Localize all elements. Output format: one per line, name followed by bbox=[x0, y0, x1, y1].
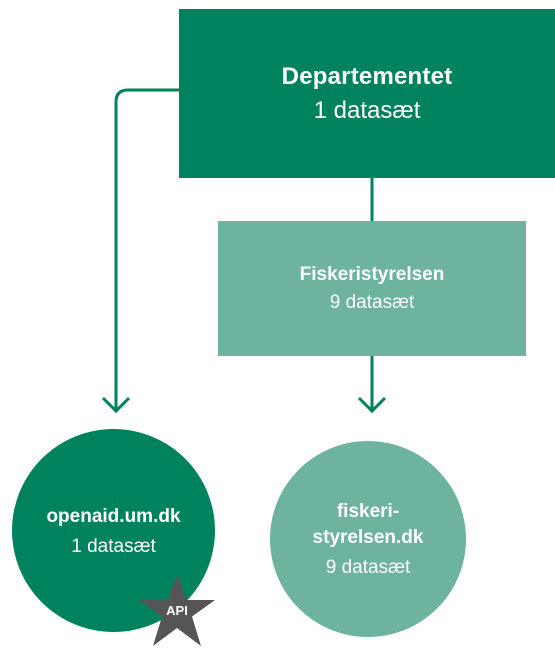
fiskeristyrelsen-count: 9 datasæt bbox=[329, 291, 415, 313]
connector-dept-to-openaid bbox=[114, 88, 179, 410]
arrow-down-icon bbox=[357, 396, 387, 414]
openaid-count: 1 datasæt bbox=[71, 535, 156, 557]
api-badge: API bbox=[137, 573, 217, 651]
fiskeristyrelsen-dk-name-line1: fiskeri- bbox=[336, 501, 400, 522]
department-box: Departementet 1 datasæt bbox=[179, 9, 555, 178]
fiskeristyrelsen-dk-circle: fiskeri- styrelsen.dk 9 datasæt bbox=[270, 441, 466, 637]
openaid-name: openaid.um.dk bbox=[46, 505, 181, 527]
arrow-down-icon bbox=[101, 396, 131, 414]
fiskeristyrelsen-dk-name-line2: styrelsen.dk bbox=[312, 527, 424, 548]
star-icon bbox=[139, 575, 215, 646]
fiskeristyrelsen-name: Fiskeristyrelsen bbox=[299, 263, 445, 285]
api-label: API bbox=[166, 603, 188, 618]
fiskeristyrelsen-box: Fiskeristyrelsen 9 datasæt bbox=[218, 221, 526, 356]
department-count: 1 datasæt bbox=[313, 96, 421, 124]
department-name: Departementet bbox=[281, 62, 453, 90]
fiskeristyrelsen-dk-count: 9 datasæt bbox=[325, 557, 411, 578]
